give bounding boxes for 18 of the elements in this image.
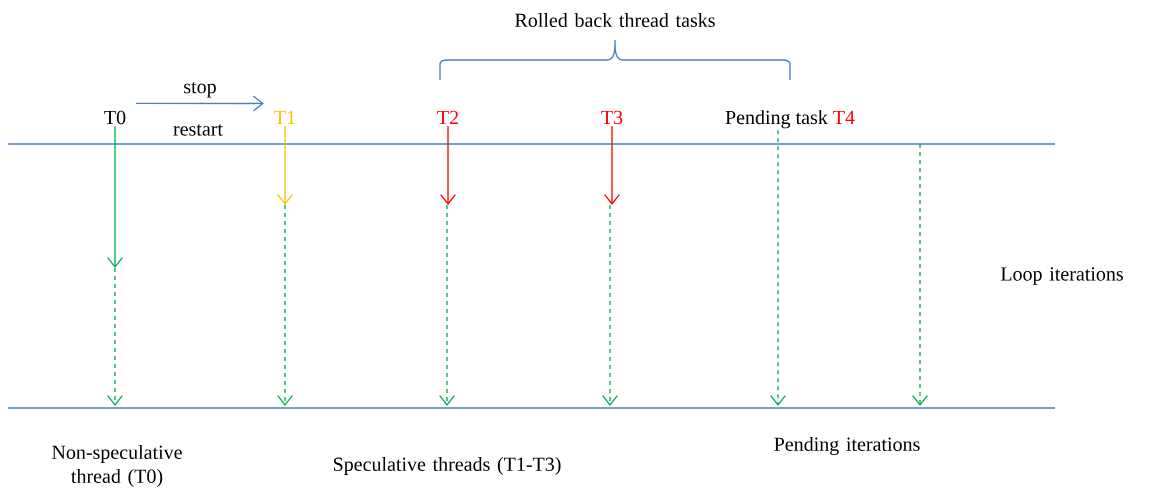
text-label: Non-speculative thread (T0)	[52, 444, 182, 488]
arrow	[440, 125, 456, 205]
thread-label: Pending task T4	[725, 110, 855, 129]
thread-label: T0	[104, 110, 126, 125]
arrow	[770, 129, 786, 406]
text-label: Pending iterations	[774, 436, 920, 456]
arrow	[135, 95, 264, 112]
text-label: Rolled back thread tasks	[515, 13, 715, 28]
edge-label: stop	[184, 81, 216, 98]
arrow	[277, 125, 293, 205]
thread-label: T2	[437, 110, 458, 124]
thread-label: T3	[601, 110, 623, 125]
arrow	[604, 125, 620, 205]
text-label: Speculative threads (T1-T3)	[333, 456, 561, 476]
text-label: Loop iterations	[1000, 267, 1123, 285]
arrow	[107, 125, 123, 268]
thread-label: T1	[274, 110, 295, 124]
text-label: restart	[173, 124, 223, 136]
